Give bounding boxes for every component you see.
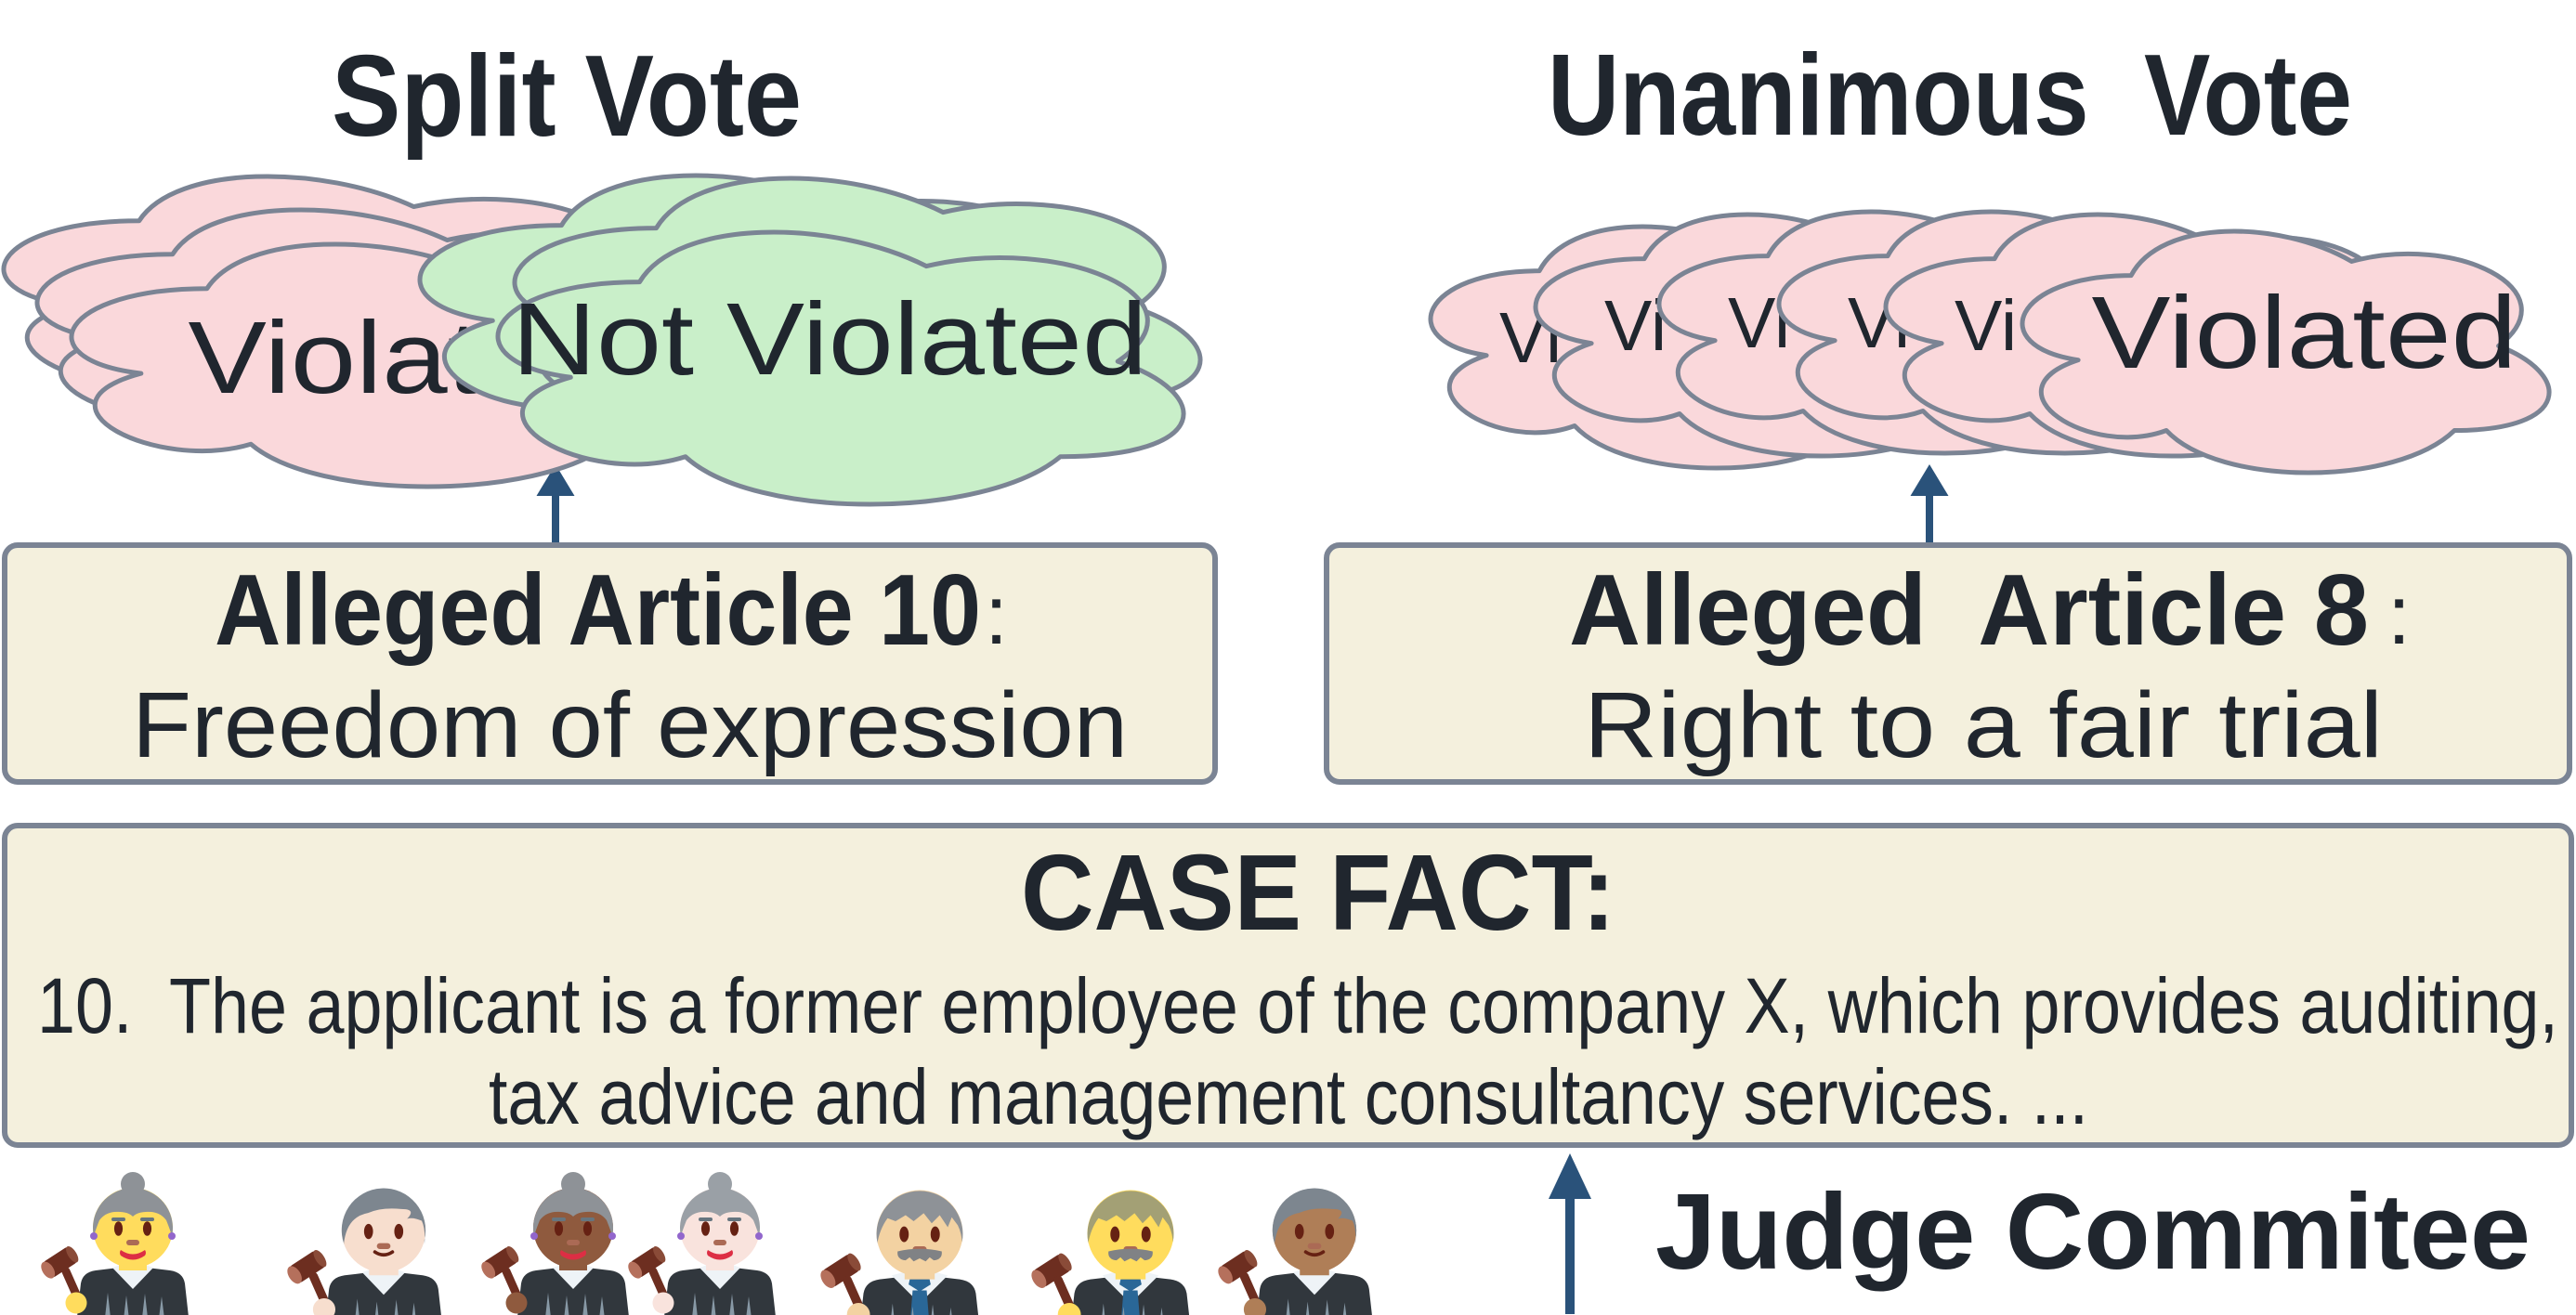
svg-text:Not Violated: Not Violated [512,282,1147,397]
svg-text:10. The applicant is a former: 10. The applicant is a former employee o… [37,962,2558,1049]
svg-text:Alleged Article 10: Alleged Article 10 [215,553,981,667]
svg-text:Violated: Violated [2092,276,2517,390]
svg-text:Vi: Vi [1955,286,2017,366]
svg-text:Right to a fair trial: Right to a fair trial [1584,673,2383,777]
svg-text:Unanimous Vote: Unanimous Vote [1548,32,2352,160]
svg-text:Judge Commitee: Judge Commitee [1655,1171,2530,1292]
svg-text:Vi: Vi [1604,286,1667,366]
svg-text:Freedom of expression: Freedom of expression [132,673,1128,777]
svg-text::: : [985,569,1008,662]
svg-text::: : [2387,569,2411,662]
svg-text:Split Vote: Split Vote [332,33,802,161]
svg-text:CASE FACT:: CASE FACT: [1021,832,1615,953]
svg-text:tax advice and management cons: tax advice and management consultancy se… [489,1053,2088,1140]
svg-text:Alleged Article 8: Alleged Article 8 [1569,553,2369,667]
